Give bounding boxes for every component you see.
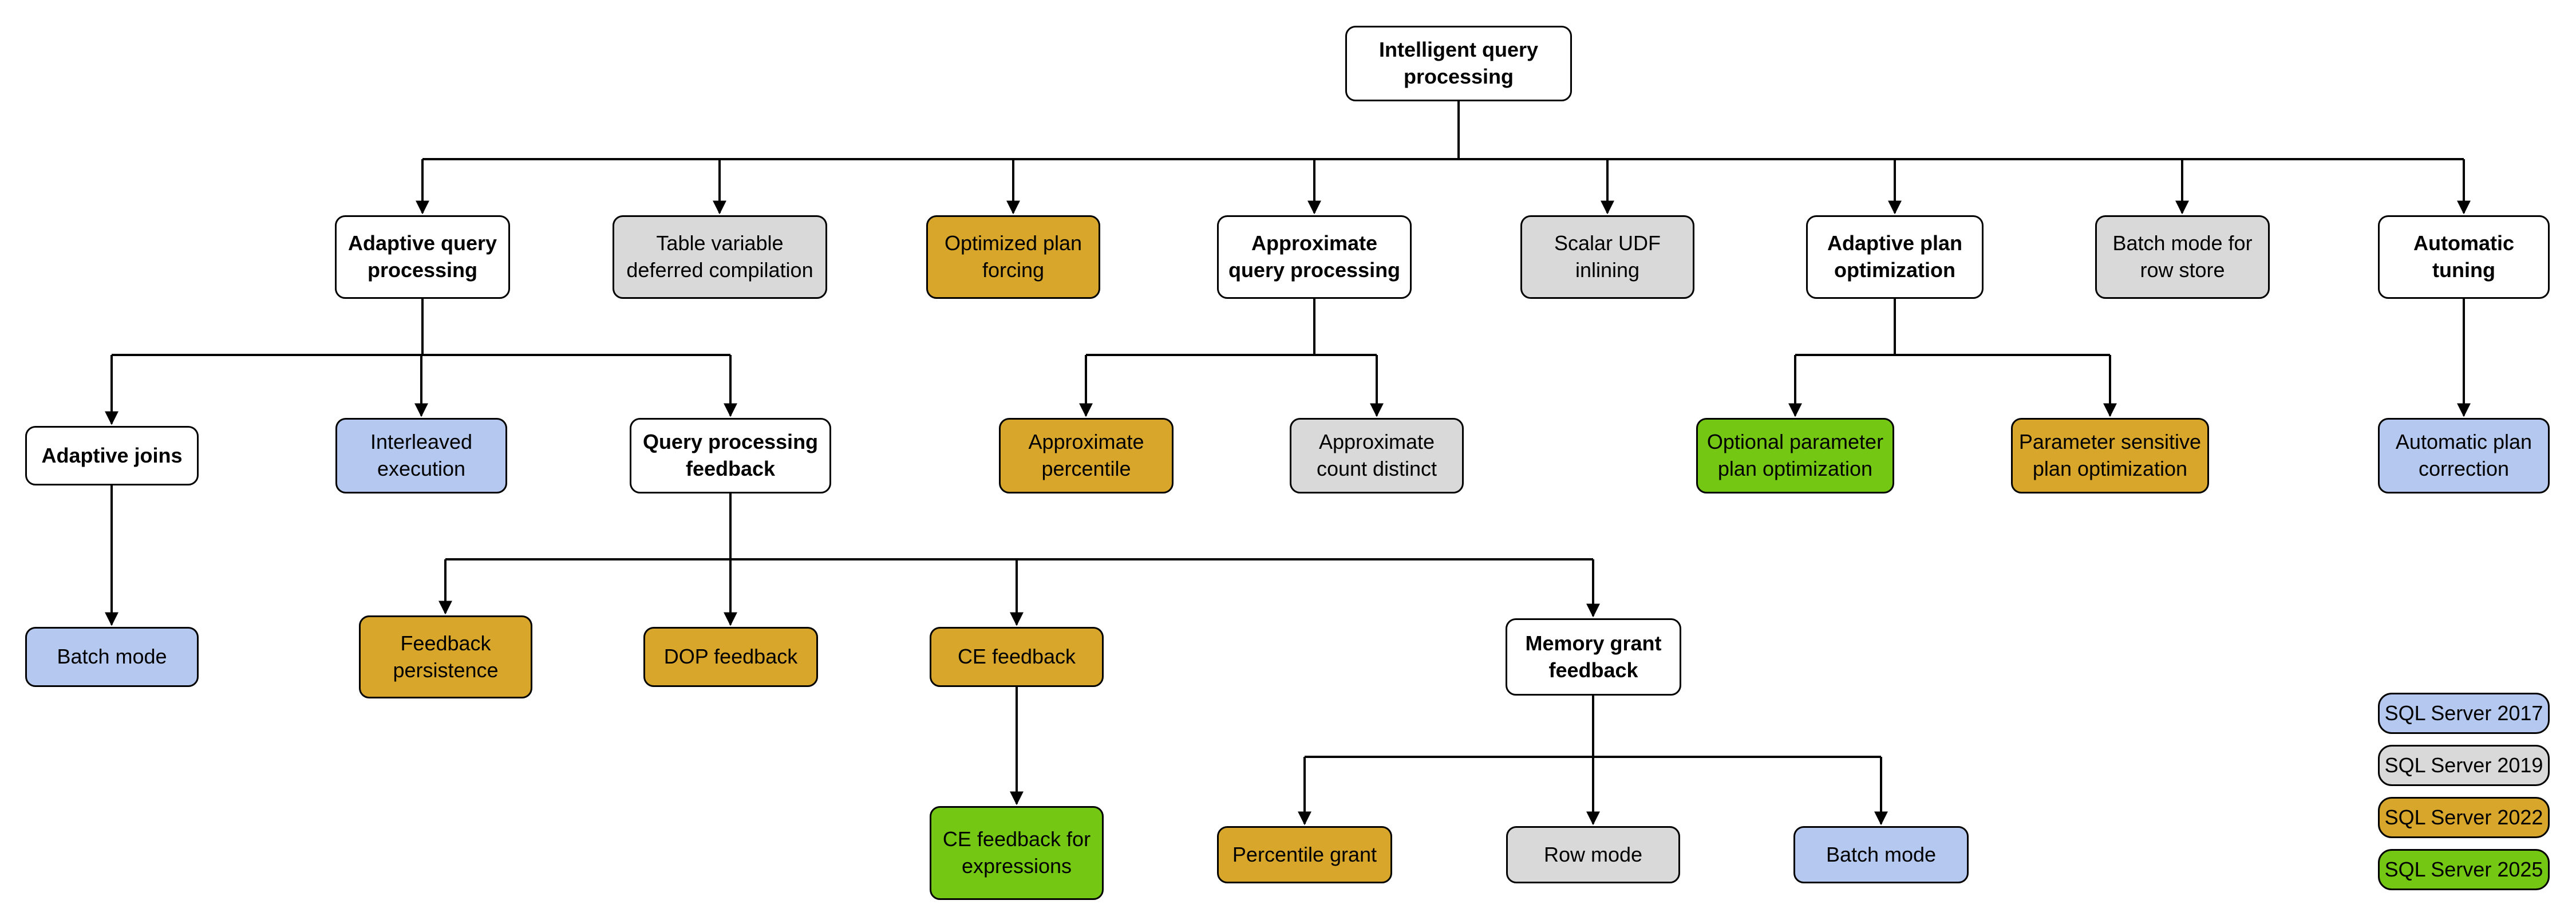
node-scalar-udf-inlining: Scalar UDF inlining bbox=[1520, 215, 1694, 299]
legend-sql-server-2019: SQL Server 2019 bbox=[2378, 745, 2550, 786]
node-automatic-plan-correction: Automatic plan correction bbox=[2378, 418, 2550, 493]
node-adaptive-plan-optimization: Adaptive plan optimization bbox=[1806, 215, 1984, 299]
node-percentile-grant: Percentile grant bbox=[1217, 826, 1392, 883]
node-approximate-percentile: Approximate percentile bbox=[999, 418, 1174, 493]
node-approximate-query-processing: Approximate query processing bbox=[1217, 215, 1412, 299]
node-parameter-sensitive-plan-optimization: Parameter sensitive plan optimization bbox=[2011, 418, 2209, 493]
node-approximate-count-distinct: Approximate count distinct bbox=[1290, 418, 1464, 493]
node-ce-feedback: CE feedback bbox=[930, 627, 1104, 687]
node-adaptive-query-processing: Adaptive query processing bbox=[335, 215, 510, 299]
node-automatic-tuning: Automatic tuning bbox=[2378, 215, 2550, 299]
legend-sql-server-2017: SQL Server 2017 bbox=[2378, 693, 2550, 734]
node-feedback-persistence: Feedback persistence bbox=[359, 615, 532, 698]
node-batch-mode-adaptive-joins: Batch mode bbox=[25, 627, 199, 687]
node-ce-feedback-for-expressions: CE feedback for expressions bbox=[930, 806, 1104, 900]
node-adaptive-joins: Adaptive joins bbox=[25, 426, 199, 485]
node-batch-mode-for-row-store: Batch mode for row store bbox=[2095, 215, 2270, 299]
node-query-processing-feedback: Query processing feedback bbox=[630, 418, 831, 493]
legend-sql-server-2022: SQL Server 2022 bbox=[2378, 797, 2550, 838]
node-batch-mode-memory-grant: Batch mode bbox=[1793, 826, 1969, 883]
node-memory-grant-feedback: Memory grant feedback bbox=[1506, 618, 1681, 696]
node-optional-parameter-plan-optimization: Optional parameter plan optimization bbox=[1696, 418, 1894, 493]
node-dop-feedback: DOP feedback bbox=[643, 627, 818, 687]
node-intelligent-query-processing: Intelligent query processing bbox=[1345, 26, 1572, 101]
node-row-mode: Row mode bbox=[1506, 826, 1680, 883]
legend-sql-server-2025: SQL Server 2025 bbox=[2378, 849, 2550, 890]
node-optimized-plan-forcing: Optimized plan forcing bbox=[926, 215, 1100, 299]
node-interleaved-execution: Interleaved execution bbox=[335, 418, 507, 493]
node-table-variable-deferred-compilation: Table variable deferred compilation bbox=[613, 215, 827, 299]
